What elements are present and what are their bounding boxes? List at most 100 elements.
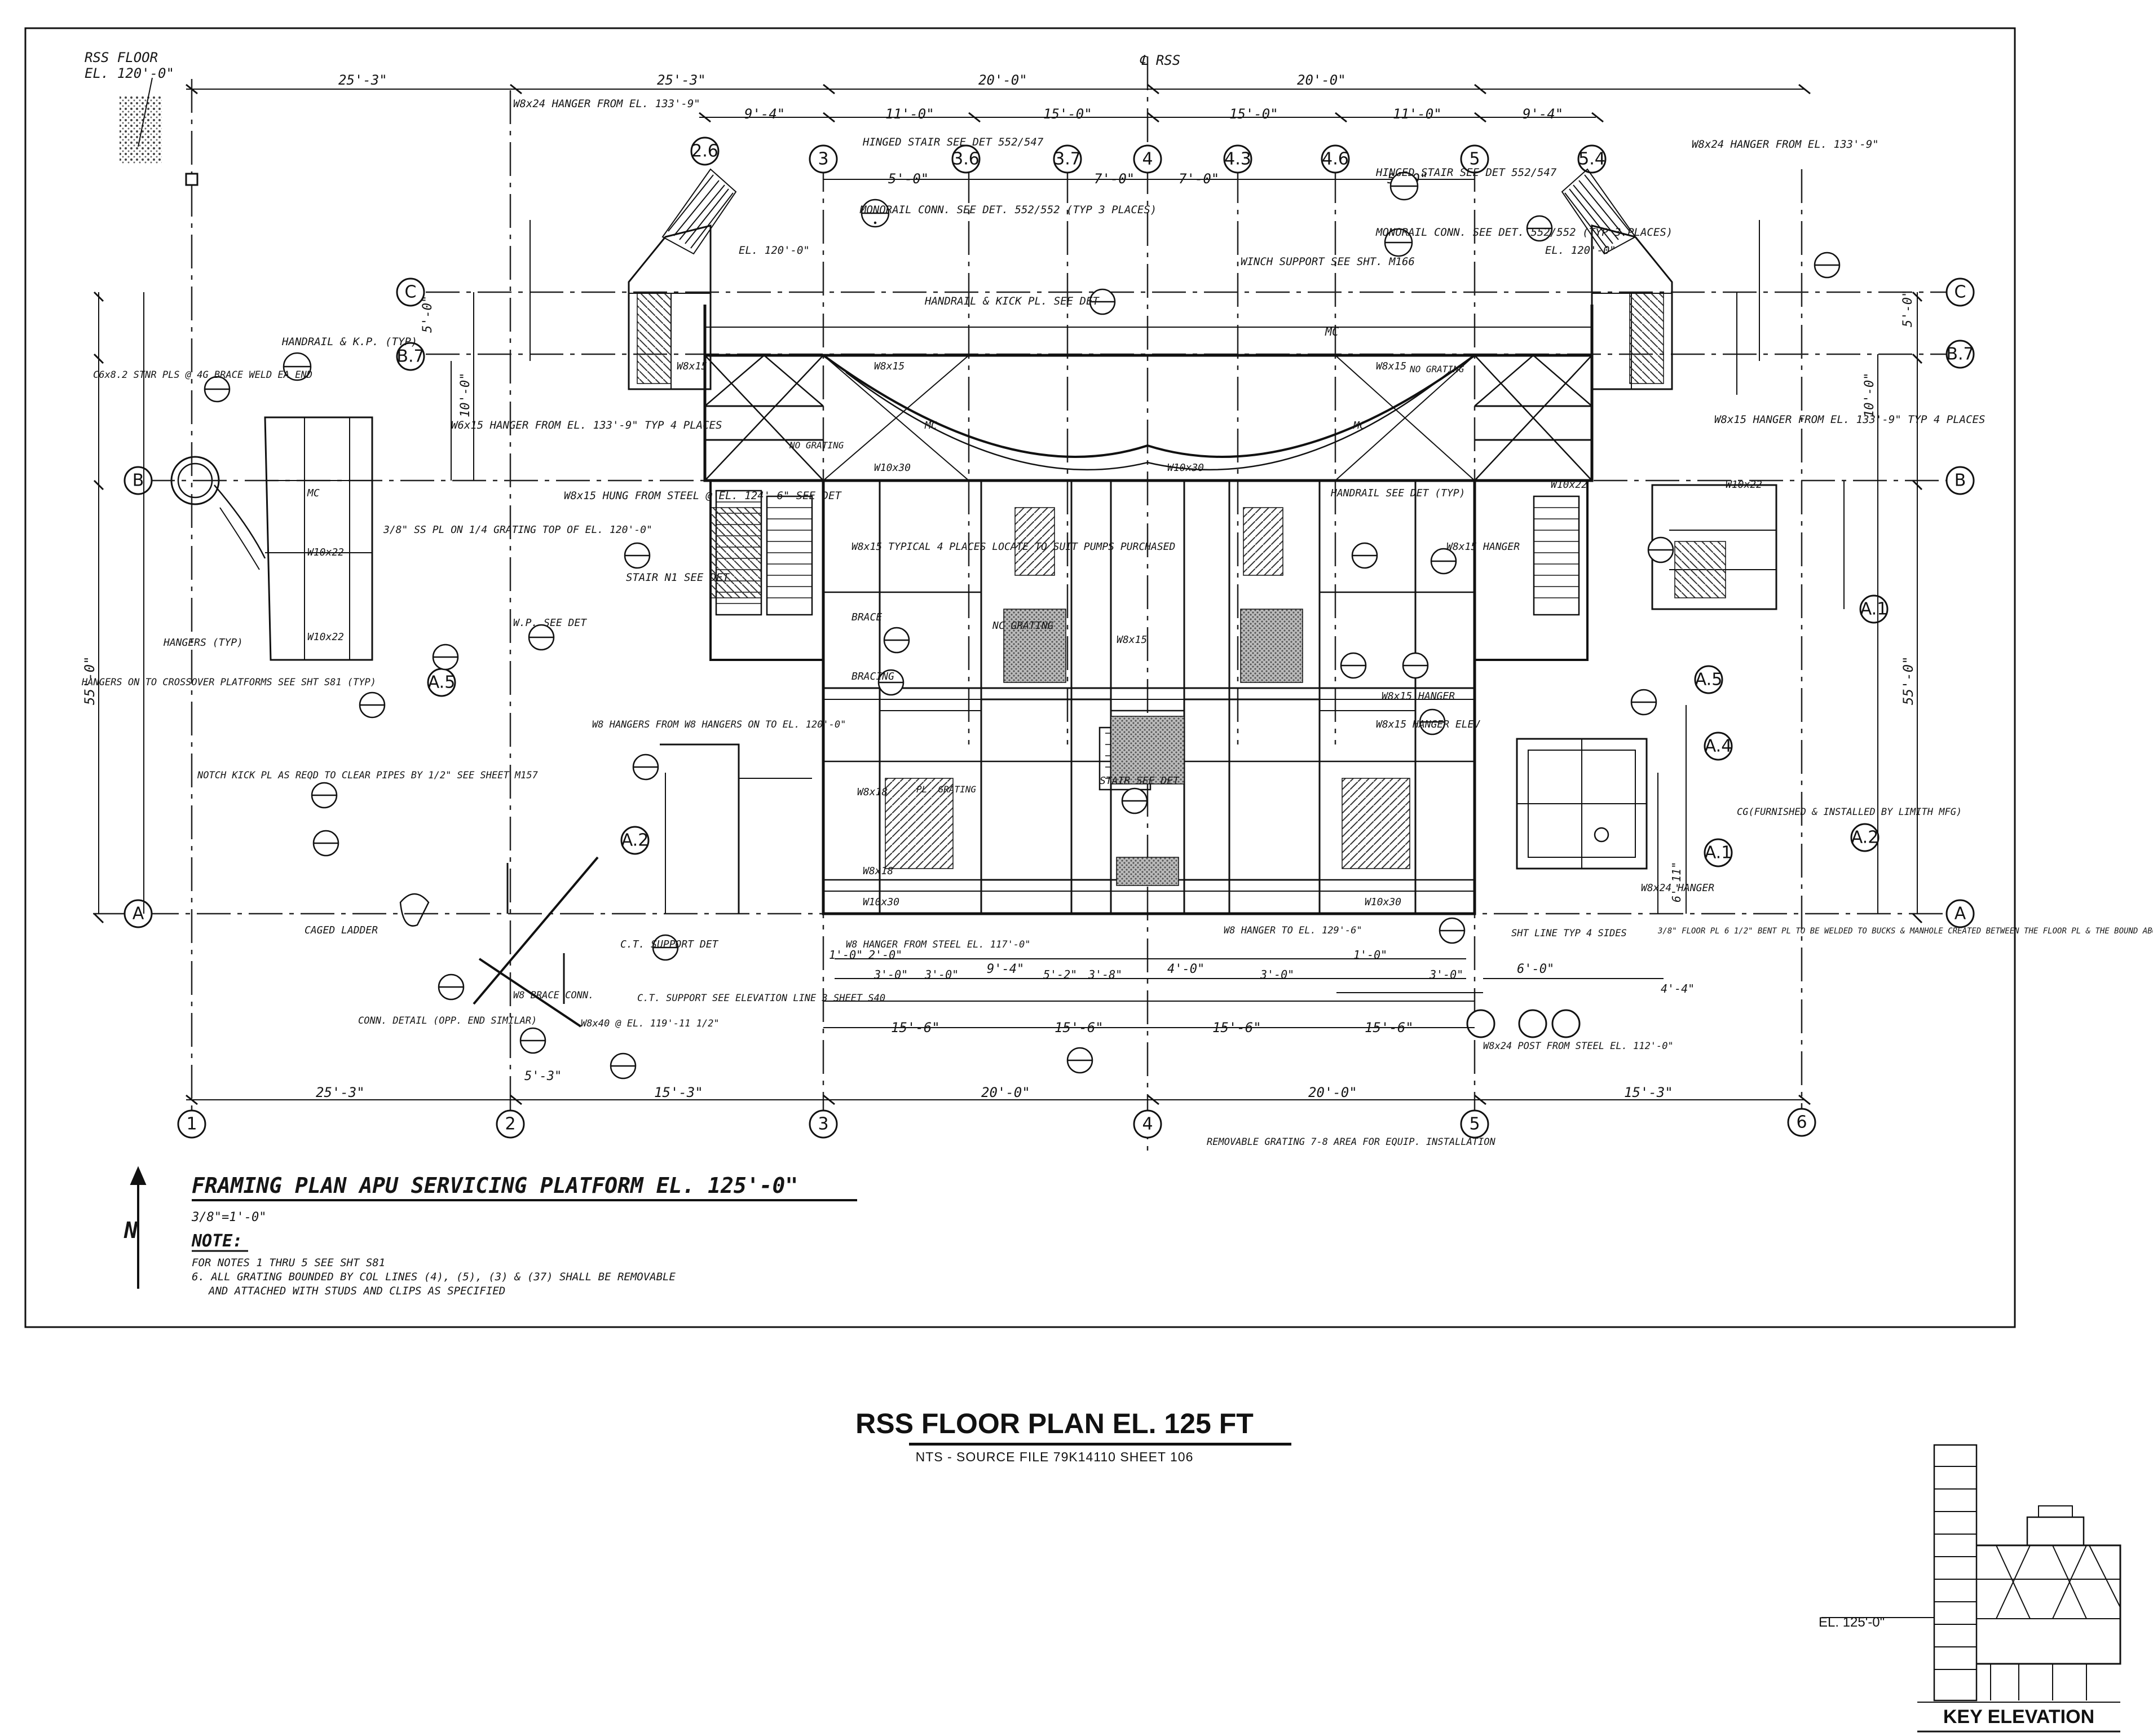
svg-text:20'-0": 20'-0" [978, 72, 1027, 88]
svg-text:W8 HANGER TO EL. 129'-6": W8 HANGER TO EL. 129'-6" [1224, 925, 1362, 936]
plan-title-block: FRAMING PLAN APU SERVICING PLATFORM EL. … [191, 1173, 857, 1297]
grid-row-b7-right: B.7 [1946, 345, 1974, 364]
grid-col-1: 1 [186, 1114, 197, 1134]
svg-text:15'-6": 15'-6" [1212, 1020, 1261, 1036]
svg-text:5'-0": 5'-0" [421, 296, 435, 333]
svg-text:MC: MC [307, 487, 320, 499]
svg-text:25'-3": 25'-3" [657, 72, 706, 88]
svg-text:5'-2": 5'-2" [1043, 968, 1077, 981]
svg-text:3'-0": 3'-0" [924, 968, 959, 981]
key-elevation-level: EL. 125'-0" [1819, 1615, 1885, 1630]
svg-text:5'-0": 5'-0" [888, 171, 929, 187]
structural-framing [120, 77, 1777, 1028]
grid-bubbles [123, 136, 1975, 1139]
svg-text:1'-0": 1'-0" [1353, 948, 1387, 962]
grid-col-2-6: 2.6 [691, 142, 718, 161]
svg-text:EL. 120'-0": EL. 120'-0" [1545, 244, 1616, 257]
svg-text:C.T. SUPPORT SEE ELEVATION LIN: C.T. SUPPORT SEE ELEVATION LINE 3 SHEET … [637, 993, 885, 1004]
grid-col-5-top: 5 [1469, 149, 1480, 169]
svg-text:W8x15: W8x15 [1376, 360, 1406, 372]
svg-text:W8x40 @ EL. 119'-11 1/2": W8x40 @ EL. 119'-11 1/2" [581, 1018, 720, 1029]
svg-text:2'-0": 2'-0" [868, 948, 902, 962]
svg-text:55'-0": 55'-0" [82, 656, 98, 705]
annotations: RSS FLOOR EL. 120'-0" ℄ RSS W8x24 HANGER… [81, 50, 2153, 1148]
svg-text:W8x15 HANGER: W8x15 HANGER [1382, 690, 1455, 702]
svg-text:MC: MC [1325, 325, 1339, 338]
svg-text:W8x15 HANGER ELEV: W8x15 HANGER ELEV [1376, 719, 1480, 730]
grid-row-a5-left: A.5 [428, 673, 456, 693]
grid-row-a2-left: A.2 [621, 831, 649, 851]
svg-text:5'-0": 5'-0" [1901, 290, 1915, 327]
svg-text:15'-3": 15'-3" [1624, 1085, 1673, 1100]
svg-text:W8x15 HANGER: W8x15 HANGER [1446, 541, 1520, 553]
grid-col-4-top: 4 [1142, 149, 1153, 169]
svg-text:W10x22: W10x22 [307, 547, 344, 558]
svg-text:STAIR N1 SEE DET: STAIR N1 SEE DET [626, 571, 730, 584]
svg-text:W8x15: W8x15 [1117, 634, 1147, 646]
svg-text:W10x22: W10x22 [307, 631, 344, 643]
dimension-ticks [93, 83, 1923, 1105]
svg-text:25'-3": 25'-3" [316, 1085, 365, 1100]
svg-text:W8x24 HANGER FROM EL. 133'-9": W8x24 HANGER FROM EL. 133'-9" [513, 98, 700, 110]
svg-text:REMOVABLE GRATING 7-8 AREA FOR: REMOVABLE GRATING 7-8 AREA FOR EQUIP. IN… [1207, 1136, 1496, 1148]
svg-text:HANDRAIL & KICK PL. SEE DET: HANDRAIL & KICK PL. SEE DET [924, 295, 1100, 307]
detail-callouts [204, 171, 1841, 1080]
svg-text:HANGERS (TYP): HANGERS (TYP) [163, 637, 243, 649]
svg-text:15'-6": 15'-6" [1055, 1020, 1104, 1036]
grid-col-4-3: 4.3 [1224, 149, 1251, 169]
svg-text:6'-11": 6'-11" [1670, 862, 1683, 902]
svg-text:11'-0": 11'-0" [885, 106, 934, 122]
grid-col-3: 3 [818, 1114, 828, 1134]
plan-title: FRAMING PLAN APU SERVICING PLATFORM EL. … [192, 1173, 798, 1198]
grid-row-b7-left: B.7 [396, 347, 424, 367]
svg-text:3/8" FLOOR PL 6 1/2" BENT PL T: 3/8" FLOOR PL 6 1/2" BENT PL TO BE WELDE… [1657, 927, 2153, 936]
drawing-title: RSS FLOOR PLAN EL. 125 FT [855, 1408, 1254, 1439]
grid-col-3-top: 3 [818, 149, 828, 169]
grid-col-3-6: 3.6 [952, 149, 980, 169]
svg-text:20'-0": 20'-0" [1308, 1085, 1357, 1100]
svg-text:W8x24 POST FROM STEEL EL. 112': W8x24 POST FROM STEEL EL. 112'-0" [1483, 1041, 1674, 1052]
grid-row-a2-right: A.2 [1851, 828, 1879, 848]
svg-text:9'-4": 9'-4" [1523, 106, 1563, 122]
svg-text:9'-4": 9'-4" [987, 962, 1024, 976]
svg-text:3'-0": 3'-0" [1260, 968, 1294, 981]
svg-text:W10x22: W10x22 [1551, 479, 1587, 491]
svg-text:5'-3": 5'-3" [524, 1069, 562, 1083]
svg-text:7'-0": 7'-0" [1179, 171, 1219, 187]
svg-text:15'-0": 15'-0" [1229, 106, 1278, 122]
svg-text:55'-0": 55'-0" [1900, 656, 1916, 705]
svg-text:NO GRATING: NO GRATING [789, 440, 844, 451]
grid-row-a1: A.1 [1860, 600, 1888, 619]
grid-col-3-7: 3.7 [1054, 149, 1081, 169]
grid-row-b-right: B [1955, 471, 1966, 491]
svg-text:EL. 120'-0": EL. 120'-0" [739, 244, 810, 257]
svg-text:℄ RSS: ℄ RSS [1139, 52, 1180, 68]
svg-text:4'-4": 4'-4" [1661, 982, 1695, 995]
svg-text:W8x15 TYPICAL 4 PLACES LOCATE: W8x15 TYPICAL 4 PLACES LOCATE TO SUIT PU… [852, 541, 1175, 553]
svg-text:15'-6": 15'-6" [891, 1020, 940, 1036]
svg-text:STAIR SEE DET: STAIR SEE DET [1100, 775, 1180, 787]
svg-text:MONORAIL CONN. SEE DET. 552/55: MONORAIL CONN. SEE DET. 552/552 (TYP 3 P… [1375, 226, 1673, 239]
svg-text:MC: MC [1353, 420, 1366, 431]
shaded-regions [637, 293, 1726, 886]
grid-col-2: 2 [505, 1114, 515, 1134]
svg-text:3'-0": 3'-0" [873, 968, 908, 981]
grid-row-a4: A.4 [1705, 737, 1732, 756]
svg-text:W.P. SEE DET: W.P. SEE DET [513, 617, 587, 629]
svg-text:20'-0": 20'-0" [1297, 72, 1346, 88]
grid-col-4: 4 [1142, 1114, 1153, 1134]
svg-text:25'-3": 25'-3" [338, 72, 387, 88]
svg-text:1'-0": 1'-0" [829, 948, 863, 962]
svg-text:NOTCH KICK PL AS REQD TO CLEAR: NOTCH KICK PL AS REQD TO CLEAR PIPES BY … [197, 770, 539, 781]
svg-text:NO GRATING: NO GRATING [1409, 364, 1464, 374]
grid-col-6: 6 [1796, 1113, 1807, 1133]
svg-text:15'-6": 15'-6" [1365, 1020, 1414, 1036]
note-heading: NOTE: [191, 1231, 242, 1251]
svg-text:W8x15: W8x15 [874, 360, 905, 372]
svg-text:6'-0": 6'-0" [1517, 962, 1554, 976]
svg-text:W8 BRACE CONN.: W8 BRACE CONN. [513, 990, 594, 1001]
svg-text:BRACE: BRACE [852, 611, 882, 623]
svg-text:C.T. SUPPORT DET: C.T. SUPPORT DET [620, 939, 719, 950]
svg-text:W10x30: W10x30 [1167, 462, 1204, 474]
svg-text:HINGED STAIR SEE DET 552/547: HINGED STAIR SEE DET 552/547 [1375, 166, 1557, 179]
